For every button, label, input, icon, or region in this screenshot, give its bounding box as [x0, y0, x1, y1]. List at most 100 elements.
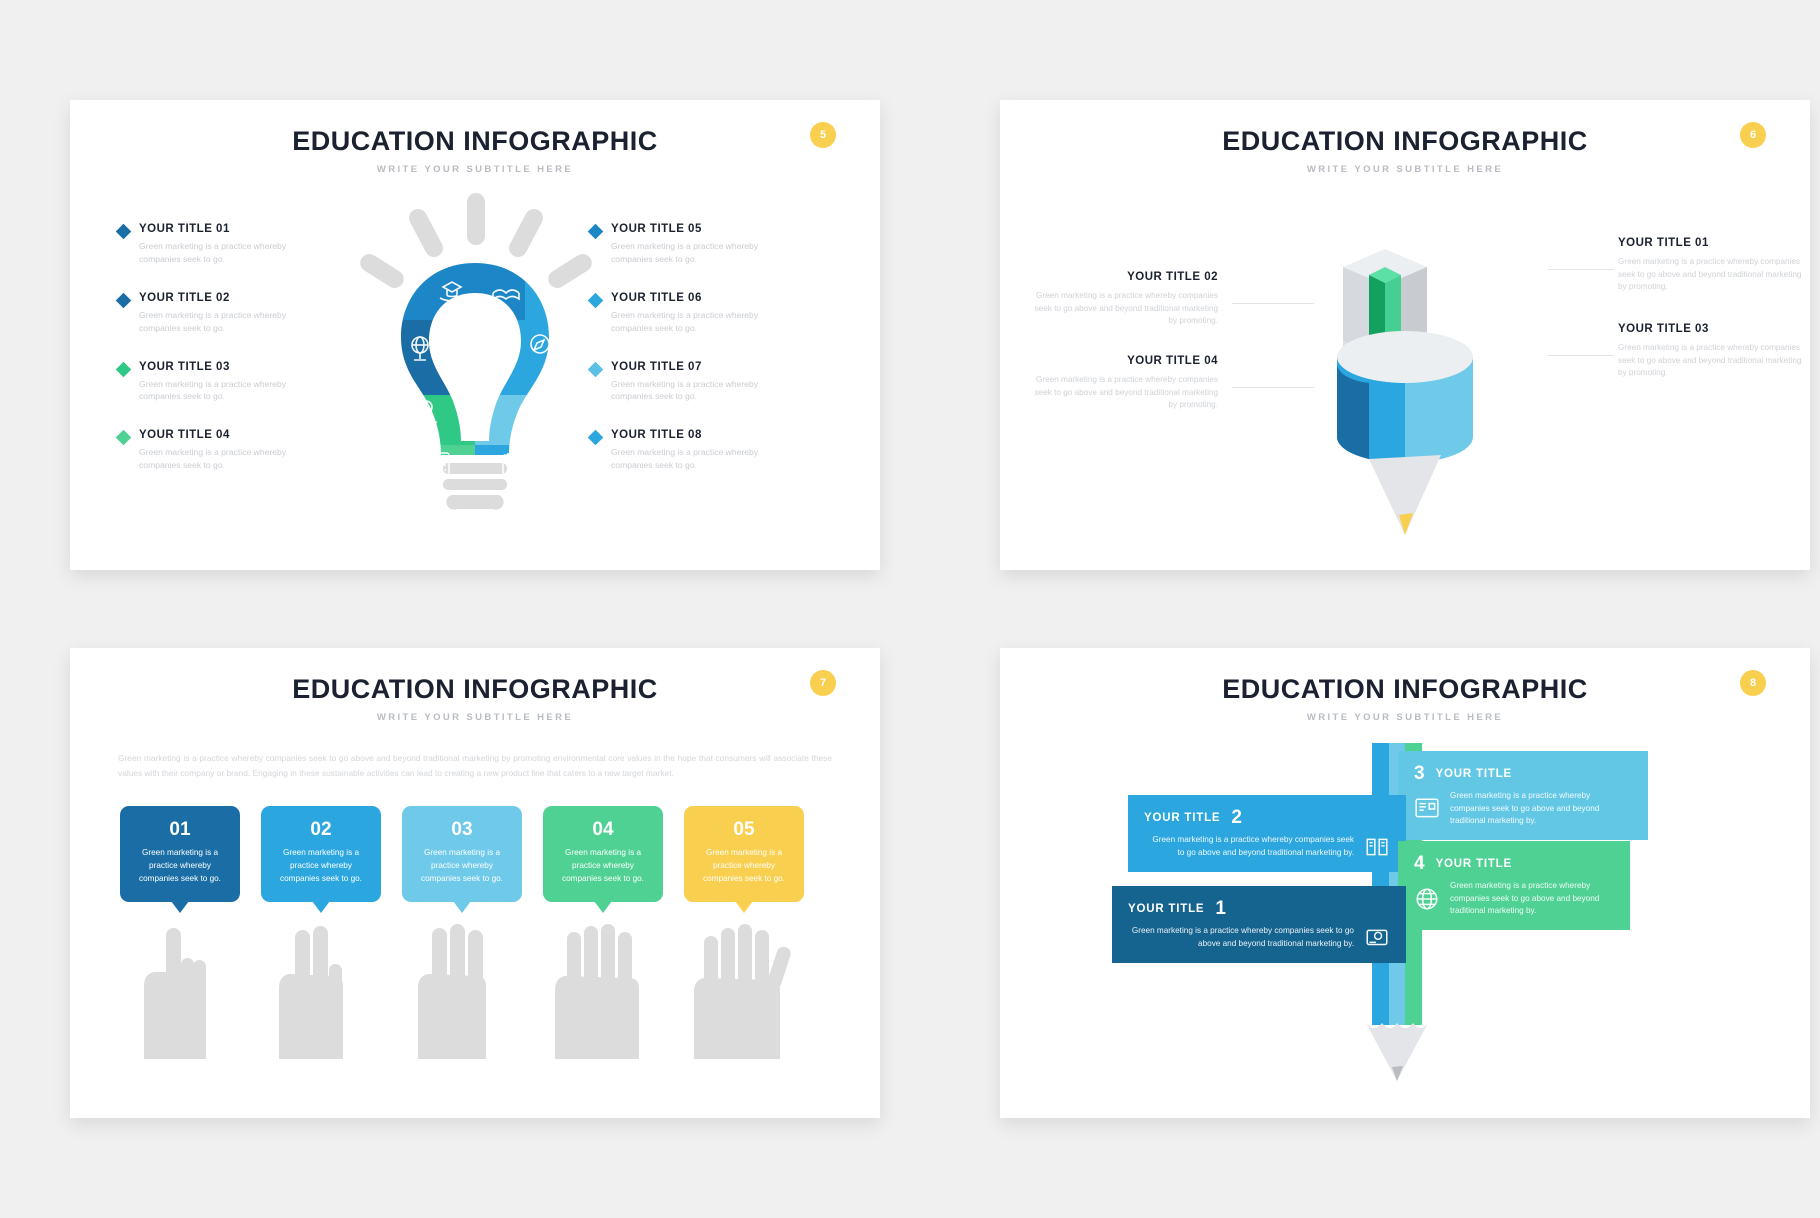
list-item-desc: Green marketing is a practice whereby co…: [139, 241, 287, 264]
map-pin-icon: [414, 400, 438, 426]
bubble-row: 01 Green marketing is a practice whereby…: [120, 806, 880, 902]
bubble-desc: Green marketing is a practice whereby co…: [139, 848, 221, 883]
page-title: EDUCATION INFOGRAPHIC: [292, 126, 658, 156]
bubble-desc: Green marketing is a practice whereby co…: [421, 848, 503, 883]
label-title: YOUR TITLE 01: [1618, 237, 1709, 249]
diamond-bullet-icon: [115, 361, 132, 377]
bulb-segment-1: [475, 245, 525, 320]
bulb-segment-2: [525, 245, 595, 320]
slide-3[interactable]: EDUCATION INFOGRAPHIC WRITE YOUR SUBTITL…: [70, 648, 880, 1118]
hands-row: [120, 923, 880, 1059]
list-item-desc: Green marketing is a practice whereby co…: [611, 241, 759, 264]
label-desc: Green marketing is a practice whereby co…: [1618, 257, 1802, 292]
intro-paragraph: Green marketing is a practice whereby co…: [118, 753, 832, 778]
list-item-desc: Green marketing is a practice whereby co…: [611, 378, 759, 402]
list-item[interactable]: YOUR TITLE 05 Green marketing is a pract…: [587, 223, 790, 266]
bubble-02[interactable]: 02 Green marketing is a practice whereby…: [261, 806, 381, 902]
pencil-label-03[interactable]: YOUR TITLE 03 Green marketing is a pract…: [1618, 323, 1808, 380]
pencil-banner-infographic: 3 YOUR TITLE Green marketing is a practi…: [1000, 723, 1810, 1093]
bubble-05[interactable]: 05 Green marketing is a practice whereby…: [684, 806, 804, 902]
list-item[interactable]: YOUR TITLE 06 Green marketing is a pract…: [587, 292, 790, 335]
list-item-desc: Green marketing is a practice whereby co…: [611, 309, 759, 333]
clock-idea-icon: [526, 400, 546, 420]
globe-icon: [1416, 888, 1438, 910]
list-item-title: YOUR TITLE 07: [611, 360, 702, 373]
list-item-desc: Green marketing is a practice whereby co…: [611, 447, 759, 471]
leader-line: [1232, 387, 1314, 388]
diamond-bullet-icon: [115, 292, 132, 309]
bubble-03[interactable]: 03 Green marketing is a practice whereby…: [402, 806, 522, 902]
list-item[interactable]: YOUR TITLE 08 Green marketing is a pract…: [587, 429, 790, 472]
banner-number: 3: [1414, 763, 1425, 784]
banner-title: YOUR TITLE: [1128, 903, 1205, 915]
leader-line: [1548, 355, 1614, 356]
banner-row: Green marketing is a practice whereby co…: [1414, 880, 1614, 918]
banner-3[interactable]: 3 YOUR TITLE Green marketing is a practi…: [1398, 751, 1648, 841]
banner-number: 1: [1215, 898, 1226, 919]
page-number-badge: 5: [810, 122, 836, 148]
list-item[interactable]: YOUR TITLE 01 Green marketing is a pract…: [115, 223, 318, 266]
banner-head: 4 YOUR TITLE: [1414, 853, 1614, 875]
compass-icon: [530, 334, 550, 354]
projector-icon: [1366, 929, 1388, 946]
pencil-infographic: YOUR TITLE 01 Green marketing is a pract…: [1000, 175, 1810, 545]
list-item[interactable]: YOUR TITLE 07 Green marketing is a pract…: [587, 360, 790, 404]
banner-row: Green marketing is a practice whereby co…: [1414, 790, 1632, 828]
label-desc: Green marketing is a practice whereby co…: [1034, 375, 1218, 410]
banner-head: 2 YOUR TITLE: [1144, 807, 1390, 829]
label-desc: Green marketing is a practice whereby co…: [1618, 343, 1802, 378]
list-item-title: YOUR TITLE 02: [139, 291, 230, 304]
bulb-segment-8: [375, 445, 475, 485]
leader-line: [1548, 269, 1614, 270]
presentation-icon: [1415, 798, 1439, 818]
bulb-icons: [411, 281, 550, 476]
banner-1[interactable]: 1 YOUR TITLE Green marketing is a practi…: [1112, 886, 1406, 963]
hand-two-fingers-icon: [279, 925, 343, 1059]
pencil-label-02[interactable]: YOUR TITLE 02 Green marketing is a pract…: [1028, 271, 1218, 328]
bubble-number: 05: [733, 819, 755, 841]
list-item-desc: Green marketing is a practice whereby co…: [139, 378, 287, 402]
banner-4[interactable]: 4 YOUR TITLE Green marketing is a practi…: [1398, 841, 1630, 931]
banner-desc: Green marketing is a practice whereby co…: [1450, 881, 1600, 916]
hand-three-fingers-icon: [418, 923, 486, 1059]
list-item-title: YOUR TITLE 08: [611, 429, 702, 442]
label-title: YOUR TITLE 02: [1127, 271, 1218, 283]
banner-row: Green marketing is a practice whereby co…: [1144, 834, 1390, 860]
list-item[interactable]: YOUR TITLE 04 Green marketing is a pract…: [115, 429, 318, 472]
banner-desc: Green marketing is a practice whereby co…: [1152, 835, 1354, 857]
slide-2[interactable]: EDUCATION INFOGRAPHIC WRITE YOUR SUBTITL…: [1000, 100, 1810, 570]
banner-title: YOUR TITLE: [1435, 768, 1512, 780]
banner-head: 1 YOUR TITLE: [1128, 898, 1390, 920]
pencil-label-04[interactable]: YOUR TITLE 04 Green marketing is a pract…: [1028, 355, 1218, 412]
globe-stand-icon: [411, 336, 429, 361]
hand-four-fingers-icon: [555, 923, 639, 1059]
lightbulb-diagram: [360, 193, 595, 510]
bubble-number: 02: [310, 819, 332, 841]
list-item[interactable]: YOUR TITLE 03 Green marketing is a pract…: [115, 361, 318, 404]
bulb-segment-6: [475, 395, 595, 445]
list-item[interactable]: YOUR TITLE 02 Green marketing is a pract…: [115, 291, 318, 335]
slide-1[interactable]: EDUCATION INFOGRAPHIC WRITE YOUR SUBTITL…: [70, 100, 880, 570]
label-title: YOUR TITLE 04: [1127, 355, 1218, 367]
bubble-04[interactable]: 04 Green marketing is a practice whereby…: [543, 806, 663, 902]
label-title: YOUR TITLE 03: [1618, 323, 1709, 335]
page-subtitle: WRITE YOUR SUBTITLE HERE: [376, 164, 574, 175]
pencil-label-01[interactable]: YOUR TITLE 01 Green marketing is a pract…: [1618, 237, 1808, 294]
list-item-title: YOUR TITLE 05: [611, 223, 702, 235]
calculator-icon: [428, 452, 450, 476]
pencil-tip-icon: [1366, 1023, 1428, 1081]
banner-desc: Green marketing is a practice whereby co…: [1131, 926, 1354, 948]
bulb-segment-7: [375, 395, 475, 445]
bubble-01[interactable]: 01 Green marketing is a practice whereby…: [120, 806, 240, 902]
hand-one-finger-icon: [144, 927, 206, 1059]
slide-4[interactable]: EDUCATION INFOGRAPHIC WRITE YOUR SUBTITL…: [1000, 648, 1810, 1118]
diamond-bullet-icon: [115, 430, 132, 446]
banner-2[interactable]: 2 YOUR TITLE Green marketing is a practi…: [1128, 795, 1406, 872]
3d-pencil-diagram: [1337, 249, 1473, 535]
calendar-icon: [502, 453, 526, 476]
bulb-infographic: YOUR TITLE 01 Green marketing is a pract…: [70, 175, 880, 535]
list-item-desc: Green marketing is a practice whereby co…: [139, 447, 287, 471]
leader-line: [1232, 303, 1314, 304]
right-item-list: YOUR TITLE 05 Green marketing is a pract…: [587, 223, 790, 498]
bubble-desc: Green marketing is a practice whereby co…: [280, 848, 362, 883]
